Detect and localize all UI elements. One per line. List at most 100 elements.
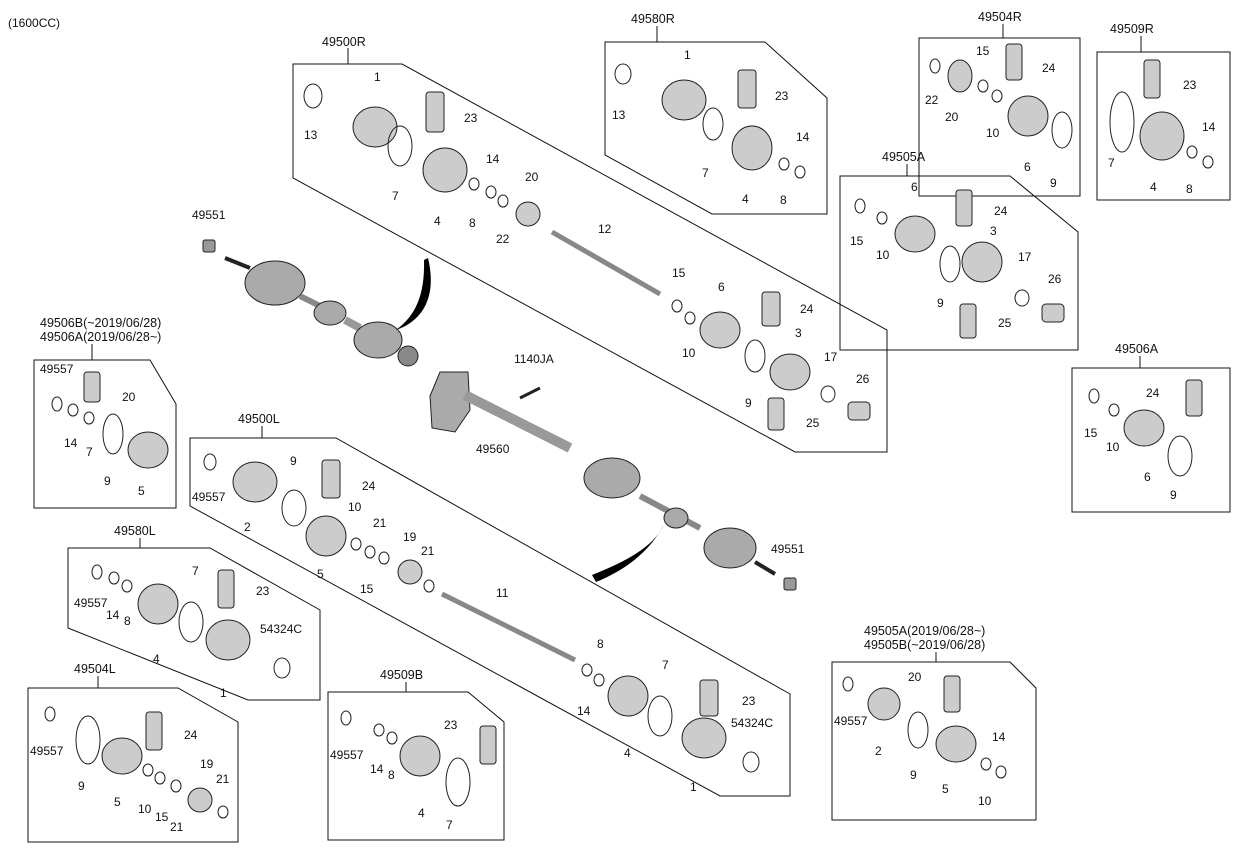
part-1: 1 bbox=[374, 70, 381, 84]
part-6: 6 bbox=[911, 180, 918, 194]
part-21: 21 bbox=[216, 772, 230, 786]
part-10: 10 bbox=[978, 794, 992, 808]
part-4: 4 bbox=[153, 652, 160, 666]
part-8: 8 bbox=[597, 637, 604, 651]
part-9: 9 bbox=[290, 454, 297, 468]
part-23: 23 bbox=[742, 694, 756, 708]
part-10: 10 bbox=[682, 346, 696, 360]
part-8: 8 bbox=[1186, 182, 1193, 196]
part-25: 25 bbox=[806, 416, 820, 430]
part-9: 9 bbox=[910, 768, 917, 782]
group-frame-49509B bbox=[327, 691, 505, 841]
group-frame-49505A bbox=[839, 175, 1079, 351]
part-26: 26 bbox=[1048, 272, 1062, 286]
part-15: 15 bbox=[155, 810, 169, 824]
part-20: 20 bbox=[908, 670, 922, 684]
part-10: 10 bbox=[986, 126, 1000, 140]
part-23: 23 bbox=[775, 89, 789, 103]
part-49557: 49557 bbox=[330, 748, 364, 762]
part-4: 4 bbox=[624, 746, 631, 760]
part-49557: 49557 bbox=[40, 362, 74, 376]
part-25: 25 bbox=[998, 316, 1012, 330]
part-8: 8 bbox=[124, 614, 131, 628]
part-6: 6 bbox=[1144, 470, 1151, 484]
part-5: 5 bbox=[138, 484, 145, 498]
assembly-title-49504R: 49504R bbox=[978, 10, 1022, 24]
assembly-title-49504L: 49504L bbox=[74, 662, 116, 676]
part-54324C: 54324C bbox=[260, 622, 303, 636]
part-49557: 49557 bbox=[74, 596, 108, 610]
part-21: 21 bbox=[170, 820, 184, 834]
group-frame-49506A bbox=[1071, 367, 1231, 513]
part-10: 10 bbox=[138, 802, 152, 816]
group-frame-49580L bbox=[67, 547, 321, 701]
part-3: 3 bbox=[795, 326, 802, 340]
part-9: 9 bbox=[104, 474, 111, 488]
assembly-title-49580R: 49580R bbox=[631, 12, 675, 26]
part-24: 24 bbox=[362, 479, 376, 493]
part-7: 7 bbox=[1108, 156, 1115, 170]
group-frame-49506B bbox=[33, 359, 177, 509]
part-15: 15 bbox=[360, 582, 374, 596]
part-7: 7 bbox=[702, 166, 709, 180]
part-17: 17 bbox=[1018, 250, 1032, 264]
part-7: 7 bbox=[192, 564, 199, 578]
part-5: 5 bbox=[317, 567, 324, 581]
part-9: 9 bbox=[1170, 488, 1177, 502]
driveshaft-left bbox=[429, 371, 797, 591]
assembly-title-49506B: 49506B(~2019/06/28) bbox=[40, 316, 162, 330]
driveshaft-right bbox=[202, 239, 419, 367]
group-frame-49504R bbox=[918, 37, 1081, 197]
part-4: 4 bbox=[1150, 180, 1157, 194]
group-frame-49509R bbox=[1096, 51, 1231, 201]
engine-label: (1600CC) bbox=[8, 16, 61, 30]
part-15: 15 bbox=[1084, 426, 1098, 440]
part-9: 9 bbox=[78, 779, 85, 793]
part-9: 9 bbox=[937, 296, 944, 310]
part-24: 24 bbox=[1146, 386, 1160, 400]
component-shapes bbox=[44, 43, 1214, 819]
part-49551-lower: 49551 bbox=[771, 542, 805, 556]
group-frame-49580R bbox=[604, 41, 828, 215]
part-7: 7 bbox=[446, 818, 453, 832]
part-10: 10 bbox=[1106, 440, 1120, 454]
part-14: 14 bbox=[486, 152, 500, 166]
part-24: 24 bbox=[184, 728, 198, 742]
part-15: 15 bbox=[850, 234, 864, 248]
part-23: 23 bbox=[1183, 78, 1197, 92]
part-10: 10 bbox=[348, 500, 362, 514]
assembly-title-49500R: 49500R bbox=[322, 35, 366, 49]
part-4: 4 bbox=[418, 806, 425, 820]
part-15: 15 bbox=[976, 44, 990, 58]
assembly-title-49505A: 49505A bbox=[882, 150, 926, 164]
part-2: 2 bbox=[244, 520, 251, 534]
part-6: 6 bbox=[1024, 160, 1031, 174]
part-14: 14 bbox=[64, 436, 78, 450]
assembly-title-49505A-dated: 49505A(2019/06/28~) bbox=[864, 624, 986, 638]
part-54324C: 54324C bbox=[731, 716, 774, 730]
part-12: 12 bbox=[598, 222, 612, 236]
part-6: 6 bbox=[718, 280, 725, 294]
part-49560: 49560 bbox=[476, 442, 510, 456]
assembly-title-49509R: 49509R bbox=[1110, 22, 1154, 36]
part-21: 21 bbox=[373, 516, 387, 530]
part-1: 1 bbox=[220, 686, 227, 700]
group-frame-49505AB bbox=[831, 661, 1037, 821]
pointer-wedge-upper bbox=[396, 258, 431, 330]
part-19: 19 bbox=[403, 530, 417, 544]
part-11: 11 bbox=[496, 586, 509, 600]
part-10: 10 bbox=[876, 248, 890, 262]
part-17: 17 bbox=[824, 350, 838, 364]
part-23: 23 bbox=[256, 584, 270, 598]
part-20: 20 bbox=[122, 390, 136, 404]
assembly-title-49506A: 49506A bbox=[1115, 342, 1159, 356]
part-13: 13 bbox=[304, 128, 318, 142]
part-49557: 49557 bbox=[30, 744, 64, 758]
group-frame-49504L bbox=[27, 687, 239, 843]
part-24: 24 bbox=[800, 302, 814, 316]
part-8: 8 bbox=[780, 193, 787, 207]
group-frame-49500R bbox=[292, 63, 888, 453]
assembly-title-49580L: 49580L bbox=[114, 524, 156, 538]
part-23: 23 bbox=[444, 718, 458, 732]
